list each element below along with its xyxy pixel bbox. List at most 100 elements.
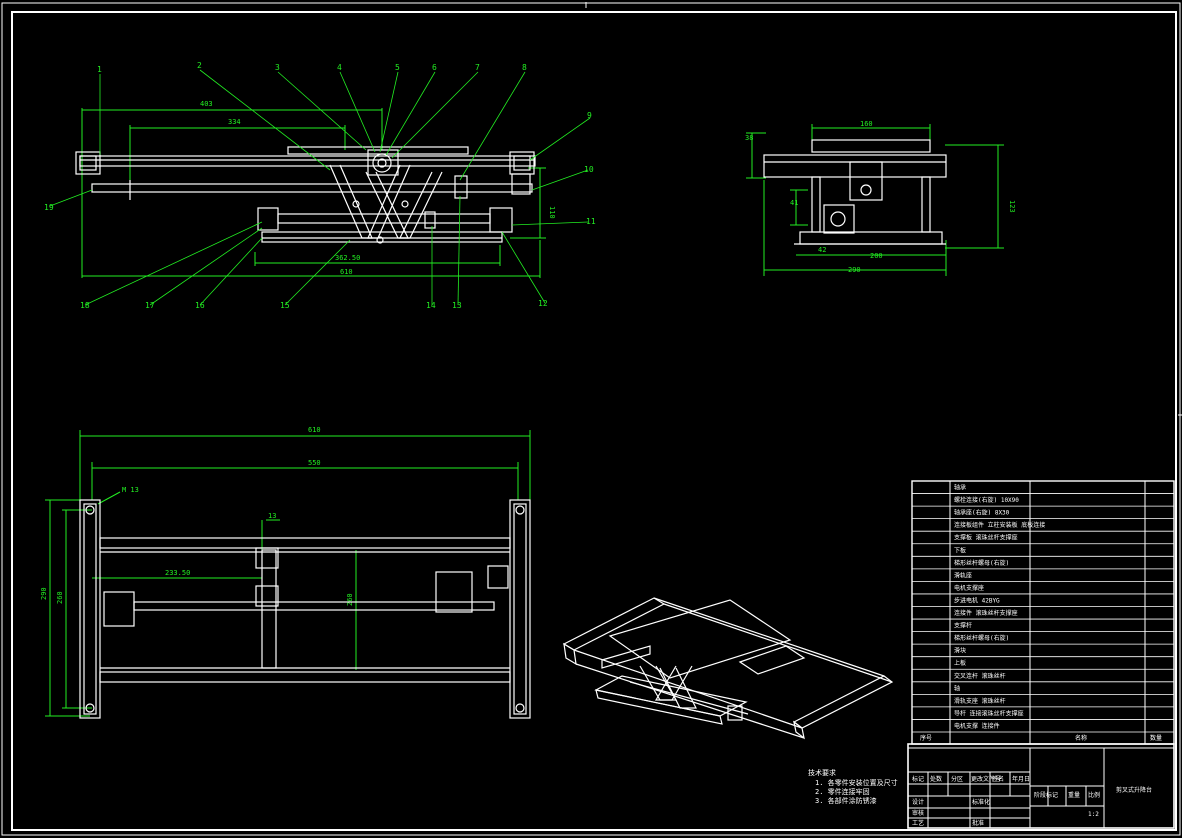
bom-row-name: 下板 xyxy=(954,546,966,554)
balloon-4: 4 xyxy=(337,63,342,72)
bom-row-name: 轴 xyxy=(954,684,960,692)
bom-row-name: 步进电机 42BYG xyxy=(954,596,1000,604)
bom-row-name: 轴承座(右旋) 8X30 xyxy=(954,509,1010,517)
side-view: 160 38 123 41 42 200 290 xyxy=(745,120,1016,276)
balloon-7: 7 xyxy=(475,63,480,72)
title-label-sign: 签名 xyxy=(992,775,1004,783)
bom-row-name: 连接板组件 立柱安装板 底板连接 xyxy=(954,521,1045,529)
title-label-stage: 阶段标记 xyxy=(1034,791,1058,799)
side-dim-text: 160 38 123 41 42 200 290 xyxy=(745,120,1016,274)
front-parts xyxy=(75,146,536,244)
top-parts xyxy=(79,499,531,719)
isometric-view xyxy=(562,597,894,740)
title-label-process: 工艺 xyxy=(912,819,924,827)
notes-item-3: 3. 各部件涂防锈漆 xyxy=(815,796,877,805)
dim-overall: 610 xyxy=(308,426,321,434)
bom-row-name: 上板 xyxy=(954,659,966,667)
balloon-16: 16 xyxy=(195,301,205,310)
bom-frame xyxy=(911,480,1175,745)
dim-overall-top: 403 xyxy=(200,100,213,108)
balloon-2: 2 xyxy=(197,61,202,70)
front-dim-text: 403 334 110 362.50 610 xyxy=(200,100,556,276)
dim-center-height: 260 xyxy=(346,593,354,606)
balloon-11: 11 xyxy=(586,217,596,226)
dim-bottom-overall: 290 xyxy=(848,266,861,274)
front-view: 403 334 110 362.50 610 xyxy=(44,61,596,310)
top-dim-text: 610 550 290 260 233.50 13 M 13 260 xyxy=(40,426,354,606)
balloon-18: 18 xyxy=(80,301,90,310)
balloon-1: 1 xyxy=(97,65,102,74)
dim-hole: M 13 xyxy=(122,486,139,494)
bom-header-qty: 数量 xyxy=(1150,734,1162,742)
title-label-zone: 分区 xyxy=(951,775,963,783)
title-label-date: 年月日 xyxy=(1012,775,1030,783)
title-label-count: 处数 xyxy=(930,775,942,783)
bom-row-name: 电机支撑 连接件 xyxy=(954,722,1000,730)
balloon-14: 14 xyxy=(426,301,436,310)
dim-top-width: 160 xyxy=(860,120,873,128)
bom-header-name: 名称 xyxy=(1075,734,1087,742)
dim-left-height: 38 xyxy=(745,134,753,142)
title-label-review: 审核 xyxy=(912,809,924,817)
balloon-5: 5 xyxy=(395,63,400,72)
front-leaders xyxy=(49,69,591,306)
dim-left-outer: 290 xyxy=(40,587,48,600)
title-block xyxy=(907,743,1175,829)
balloon-10: 10 xyxy=(584,165,594,174)
technical-notes: 技术要求 1. 各零件安装位置及尺寸 2. 零件连接牢固 3. 各部件涂防锈漆 xyxy=(808,768,898,805)
bom-row-name: 电机支撑座 xyxy=(954,584,984,592)
bom-row-name: 支撑板 滚珠丝杆支撑座 xyxy=(954,534,1018,542)
side-dimensions xyxy=(746,124,1004,276)
dim-right-height: 110 xyxy=(548,206,556,219)
bom-header-no: 序号 xyxy=(920,734,932,742)
bom-row-name: 交叉连杆 滚珠丝杆 xyxy=(954,672,1006,680)
bom-row-name: 滑块 xyxy=(954,647,966,655)
balloon-19: 19 xyxy=(44,203,54,212)
dim-inner-top: 334 xyxy=(228,118,241,126)
bom-row-name: 支撑杆 xyxy=(954,622,972,630)
title-scale-value: 1:2 xyxy=(1088,811,1099,818)
balloon-6: 6 xyxy=(432,63,437,72)
dim-inner: 550 xyxy=(308,459,321,467)
bom-row-name: 轴承 xyxy=(954,484,966,492)
top-dimensions xyxy=(45,430,531,717)
dim-small-left: 42 xyxy=(818,246,826,254)
title-label-marker: 标记 xyxy=(912,775,924,783)
dim-left-inner: 260 xyxy=(56,591,64,604)
dim-offset: 233.50 xyxy=(165,569,190,577)
front-dimensions xyxy=(81,108,546,278)
bom-row-name: 梯形丝杆螺母(右旋) xyxy=(954,634,1009,642)
dim-right-height: 123 xyxy=(1008,200,1016,213)
balloon-12: 12 xyxy=(538,299,548,308)
title-label-weight: 重量 xyxy=(1068,791,1080,799)
notes-item-1: 1. 各零件安装位置及尺寸 xyxy=(815,778,898,787)
bom-row-name: 连接件 滚珠丝杆支撑座 xyxy=(954,609,1018,617)
bom-row-name: 导杆 连接滚珠丝杆支撑座 xyxy=(954,709,1024,717)
bom-row-name: 滑轨座 xyxy=(954,571,972,579)
bom-row-name: 梯形丝杆螺母(右旋) xyxy=(954,559,1009,567)
title-label-change: 更改文件号 xyxy=(971,775,1001,783)
balloon-3: 3 xyxy=(275,63,280,72)
balloon-13: 13 xyxy=(452,301,462,310)
bom-row-name: 滑轨支座 滚珠丝杆 xyxy=(954,697,1006,705)
dim-inner-height: 41 xyxy=(790,199,798,207)
title-label-approve: 批准 xyxy=(972,819,984,827)
dim-bottom-span: 362.50 xyxy=(335,254,360,262)
notes-title: 技术要求 xyxy=(808,768,836,777)
top-view: 610 550 290 260 233.50 13 M 13 260 xyxy=(40,426,531,719)
dim-slot: 13 xyxy=(268,512,276,520)
title-block-text: 剪叉式升降台 标记 处数 分区 更改文件号 签名 年月日 设计 标准化 审核 工… xyxy=(912,775,1152,827)
bom-row-name: 螺栓连接(右旋) 10X90 xyxy=(954,496,1019,504)
dim-overall-bottom: 610 xyxy=(340,268,353,276)
notes-item-2: 2. 零件连接牢固 xyxy=(815,787,870,796)
side-parts xyxy=(763,139,947,245)
balloon-17: 17 xyxy=(145,301,155,310)
balloon-9: 9 xyxy=(587,111,592,120)
balloon-8: 8 xyxy=(522,63,527,72)
title-label-scale: 比例 xyxy=(1088,791,1100,799)
title-label-design: 设计 xyxy=(912,798,924,806)
drawing-title: 剪叉式升降台 xyxy=(1116,786,1152,794)
